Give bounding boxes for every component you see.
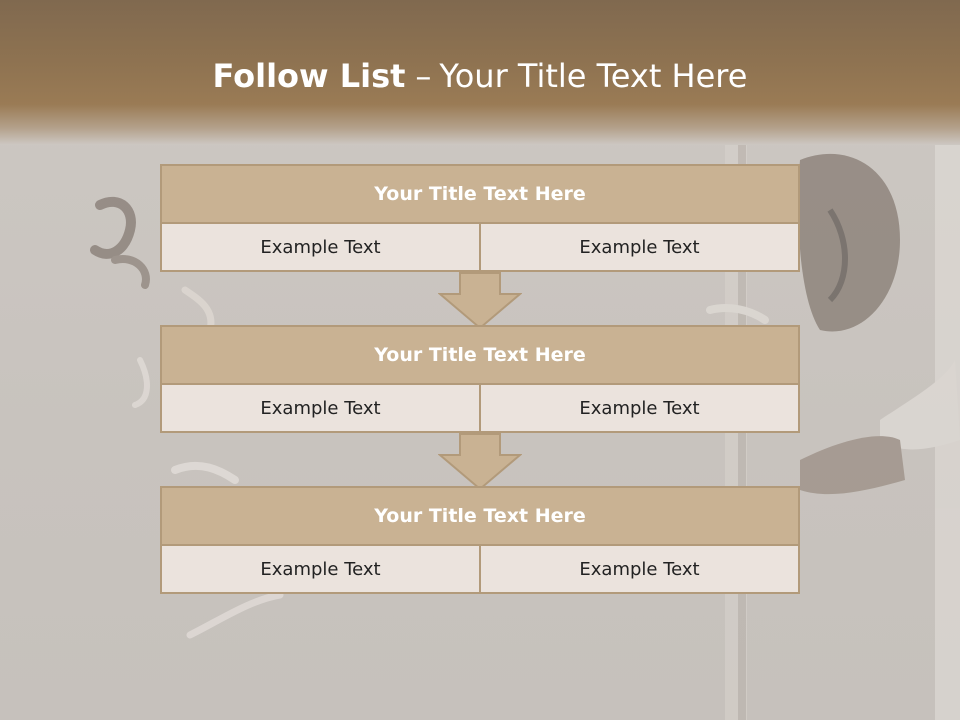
title-band (0, 0, 960, 145)
title-separator: – (415, 57, 432, 95)
step-2-left-text: Example Text (260, 397, 381, 419)
sleeve-shape (880, 360, 960, 450)
down-arrow-icon (438, 272, 522, 330)
hand-mid-left (132, 357, 150, 408)
step-3-left-text: Example Text (260, 558, 381, 580)
hand-highlight (181, 286, 215, 334)
step-title-3: Your Title Text Here (162, 488, 798, 546)
slide-title: Follow List–Your Title Text Here (0, 54, 960, 98)
step-row-3: Example Text Example Text (162, 546, 798, 592)
step-2-right-text: Example Text (479, 385, 798, 431)
step-1-left-text: Example Text (260, 236, 381, 258)
arm-shape (800, 436, 905, 495)
step-box-3: Your Title Text Here Example Text Exampl… (160, 486, 800, 594)
hand-left-top (90, 196, 136, 259)
fingers-left (111, 255, 150, 289)
title-subtitle: Your Title Text Here (439, 57, 748, 95)
title-main: Follow List (212, 57, 406, 95)
step-box-1: Your Title Text Here Example Text Exampl… (160, 164, 800, 272)
step-box-2: Your Title Text Here Example Text Exampl… (160, 325, 800, 433)
step-title-1: Your Title Text Here (162, 166, 798, 224)
step-row-1: Example Text Example Text (162, 224, 798, 270)
face-shape (798, 153, 900, 332)
hand-lower-left (171, 461, 239, 484)
step-1-right-text: Example Text (479, 224, 798, 270)
step-title-2: Your Title Text Here (162, 327, 798, 385)
hand-bottom (186, 591, 284, 639)
down-arrow-icon (438, 433, 522, 491)
step-row-2: Example Text Example Text (162, 385, 798, 431)
mouth-shape (827, 208, 848, 303)
step-3-right-text: Example Text (479, 546, 798, 592)
hand-right (706, 304, 769, 324)
